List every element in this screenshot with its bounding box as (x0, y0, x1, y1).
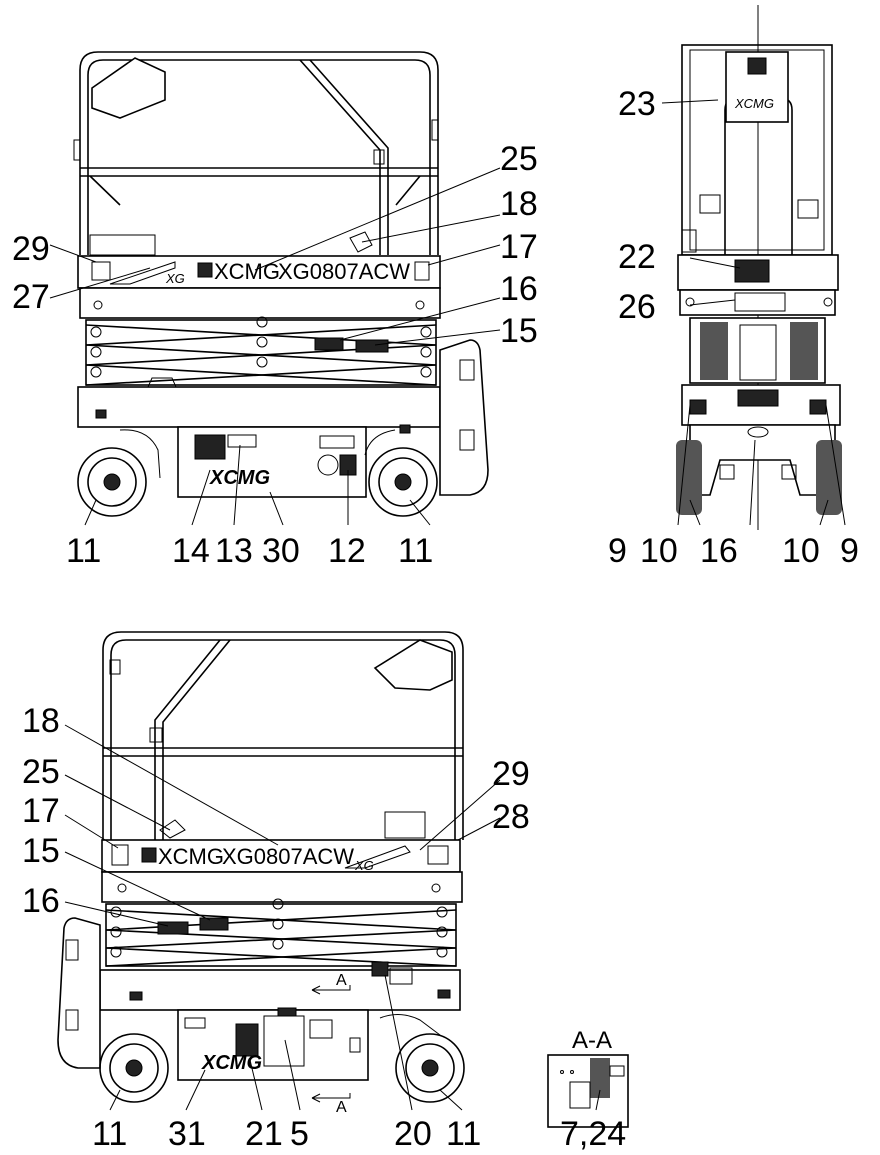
callout-17-top: 17 (500, 228, 538, 266)
callout-29-bottom: 29 (492, 755, 530, 793)
callout-11-bottom-right: 11 (446, 1115, 481, 1150)
model-text-bottom: XG0807ACW (222, 844, 354, 869)
side-view-top: XG XCMG XG0807ACW XCMG (12, 51, 538, 570)
model-text-top: XG0807ACW (278, 259, 410, 284)
callout-11-top-right: 11 (398, 532, 433, 570)
callout-10-left: 10 (640, 532, 678, 570)
front-view: XCMG 23 22 (608, 5, 859, 570)
callout-21: 21 (245, 1115, 283, 1150)
callout-28: 28 (492, 798, 530, 836)
section-detail-a-a: A-A 7,24 (547, 1027, 629, 1153)
callout-25-top: 25 (500, 140, 538, 178)
brand-text-bottom: XCMG (158, 844, 224, 869)
callout-25-bottom: 25 (22, 753, 60, 791)
callout-16-bottom: 16 (22, 882, 60, 920)
callout-31: 31 (168, 1115, 206, 1150)
callout-22: 22 (618, 238, 656, 276)
callout-26: 26 (618, 288, 656, 326)
section-arrow-a-lower: A (336, 1099, 347, 1116)
brand-logo-tray-bottom: XCMG (201, 1052, 262, 1074)
callout-23: 23 (618, 85, 656, 123)
callout-29-top: 29 (12, 230, 50, 268)
callout-11-bottom-left: 11 (92, 1115, 127, 1150)
callout-9-right: 9 (840, 532, 859, 570)
callout-9-left: 9 (608, 532, 627, 570)
brand-logo-front: XCMG (734, 96, 774, 111)
callout-27-top: 27 (12, 278, 50, 316)
callout-30-top: 30 (262, 532, 300, 570)
callout-15-top: 15 (500, 312, 538, 350)
callout-11-top-left: 11 (66, 532, 101, 570)
callout-15-bottom: 15 (22, 832, 60, 870)
xg-mark-top: XG (165, 271, 185, 286)
callout-20: 20 (394, 1115, 432, 1150)
callout-10-right: 10 (782, 532, 820, 570)
callout-12-top: 12 (328, 532, 366, 570)
callout-14-top: 14 (172, 532, 210, 570)
section-arrow-a-upper: A (336, 972, 347, 989)
callout-7-24: 7,24 (560, 1115, 626, 1150)
brand-logo-tray-top: XCMG (209, 467, 270, 489)
callout-13-top: 13 (215, 532, 253, 570)
callout-18-top: 18 (500, 185, 538, 223)
section-title: A-A (572, 1027, 612, 1054)
callout-17-bottom: 17 (22, 792, 60, 830)
brand-text-top: XCMG (214, 259, 280, 284)
side-view-bottom: XG XCMG XG0807ACW XCMG (22, 631, 530, 1153)
xg-mark-bottom: XG (354, 858, 374, 873)
callout-5: 5 (290, 1115, 309, 1150)
callout-16-top: 16 (500, 270, 538, 308)
callout-16-front: 16 (700, 532, 738, 570)
callout-18-bottom: 18 (22, 702, 60, 740)
